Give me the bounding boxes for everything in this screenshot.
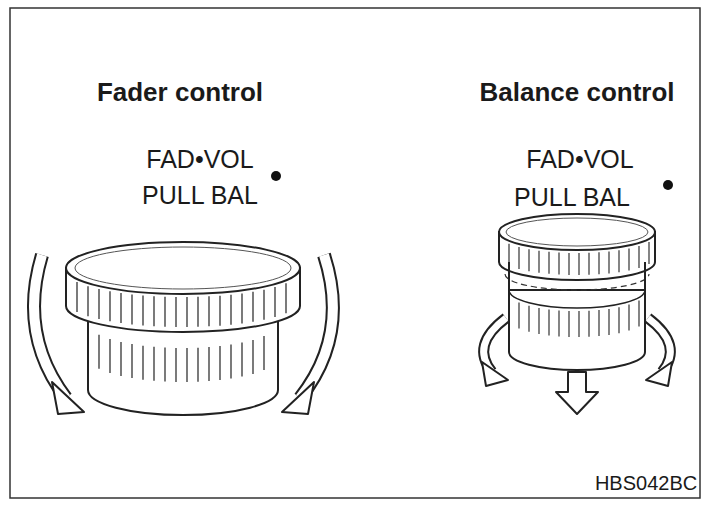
knurl-stroke bbox=[252, 340, 253, 374]
knurl-stroke bbox=[588, 253, 589, 275]
knurl-stroke bbox=[548, 252, 549, 274]
knurl-stroke bbox=[76, 282, 77, 312]
knurl-stroke bbox=[87, 286, 88, 316]
knurl-stroke bbox=[648, 242, 649, 264]
knob-marking: PULL BAL bbox=[142, 182, 258, 210]
knurl-stroke bbox=[186, 348, 187, 382]
knurl-stroke bbox=[153, 347, 154, 381]
knurl-stroke bbox=[175, 297, 176, 327]
knurl-stroke bbox=[120, 293, 121, 323]
knob-marking: PULL BAL bbox=[514, 184, 630, 212]
knurl-stroke bbox=[274, 287, 275, 317]
knurl-stroke bbox=[588, 311, 589, 337]
knurl-stroke bbox=[164, 297, 165, 327]
knurl-stroke bbox=[568, 253, 569, 275]
knob-marking: FAD•VOL bbox=[526, 146, 633, 174]
knurl-stroke bbox=[197, 297, 198, 327]
knurl-stroke bbox=[98, 335, 99, 369]
knurl-stroke bbox=[186, 297, 187, 327]
knurl-stroke bbox=[109, 291, 110, 321]
knurl-stroke bbox=[608, 309, 609, 335]
figure-code: HBS042BC bbox=[595, 472, 697, 494]
knurl-stroke bbox=[175, 348, 176, 382]
knurl-stroke bbox=[638, 300, 639, 326]
knurl-stroke bbox=[219, 296, 220, 326]
knurl-stroke bbox=[558, 310, 559, 336]
knurl-stroke bbox=[142, 295, 143, 325]
knurl-stroke bbox=[518, 302, 519, 328]
knurl-stroke bbox=[528, 306, 529, 332]
knurl-stroke bbox=[197, 348, 198, 382]
knurl-stroke bbox=[628, 305, 629, 331]
knurl-stroke bbox=[142, 346, 143, 380]
knurl-stroke bbox=[120, 342, 121, 376]
knurl-stroke bbox=[558, 253, 559, 275]
knurl-stroke bbox=[230, 345, 231, 379]
knurl-stroke bbox=[598, 252, 599, 274]
knurl-stroke bbox=[528, 249, 529, 271]
knurl-stroke bbox=[252, 292, 253, 322]
knurl-stroke bbox=[285, 283, 286, 313]
knurl-stroke bbox=[628, 248, 629, 270]
knurl-stroke bbox=[131, 294, 132, 324]
knurl-stroke bbox=[538, 251, 539, 273]
knurl-stroke bbox=[98, 289, 99, 319]
knurl-stroke bbox=[618, 250, 619, 272]
knurl-stroke bbox=[230, 295, 231, 325]
knurl-stroke bbox=[608, 251, 609, 273]
knurl-stroke bbox=[109, 339, 110, 373]
knurl-stroke bbox=[131, 344, 132, 378]
knurl-stroke bbox=[153, 296, 154, 326]
knurl-stroke bbox=[219, 346, 220, 380]
knurl-stroke bbox=[638, 246, 639, 268]
knurl-stroke bbox=[241, 294, 242, 324]
knurl-stroke bbox=[241, 343, 242, 377]
knurl-stroke bbox=[618, 307, 619, 333]
knurl-stroke bbox=[568, 311, 569, 337]
knurl-stroke bbox=[518, 247, 519, 269]
knob-marking: FAD•VOL bbox=[146, 146, 253, 174]
knurl-stroke bbox=[208, 347, 209, 381]
knurl-stroke bbox=[598, 310, 599, 336]
knurl-stroke bbox=[578, 253, 579, 275]
control-heading: Fader control bbox=[97, 78, 263, 107]
knurl-stroke bbox=[538, 308, 539, 334]
knurl-stroke bbox=[263, 290, 264, 320]
control-heading: Balance control bbox=[480, 78, 675, 107]
knurl-stroke bbox=[548, 309, 549, 335]
knurl-stroke bbox=[164, 348, 165, 382]
knurl-stroke bbox=[208, 296, 209, 326]
knurl-stroke bbox=[263, 336, 264, 370]
knurl-stroke bbox=[578, 311, 579, 337]
